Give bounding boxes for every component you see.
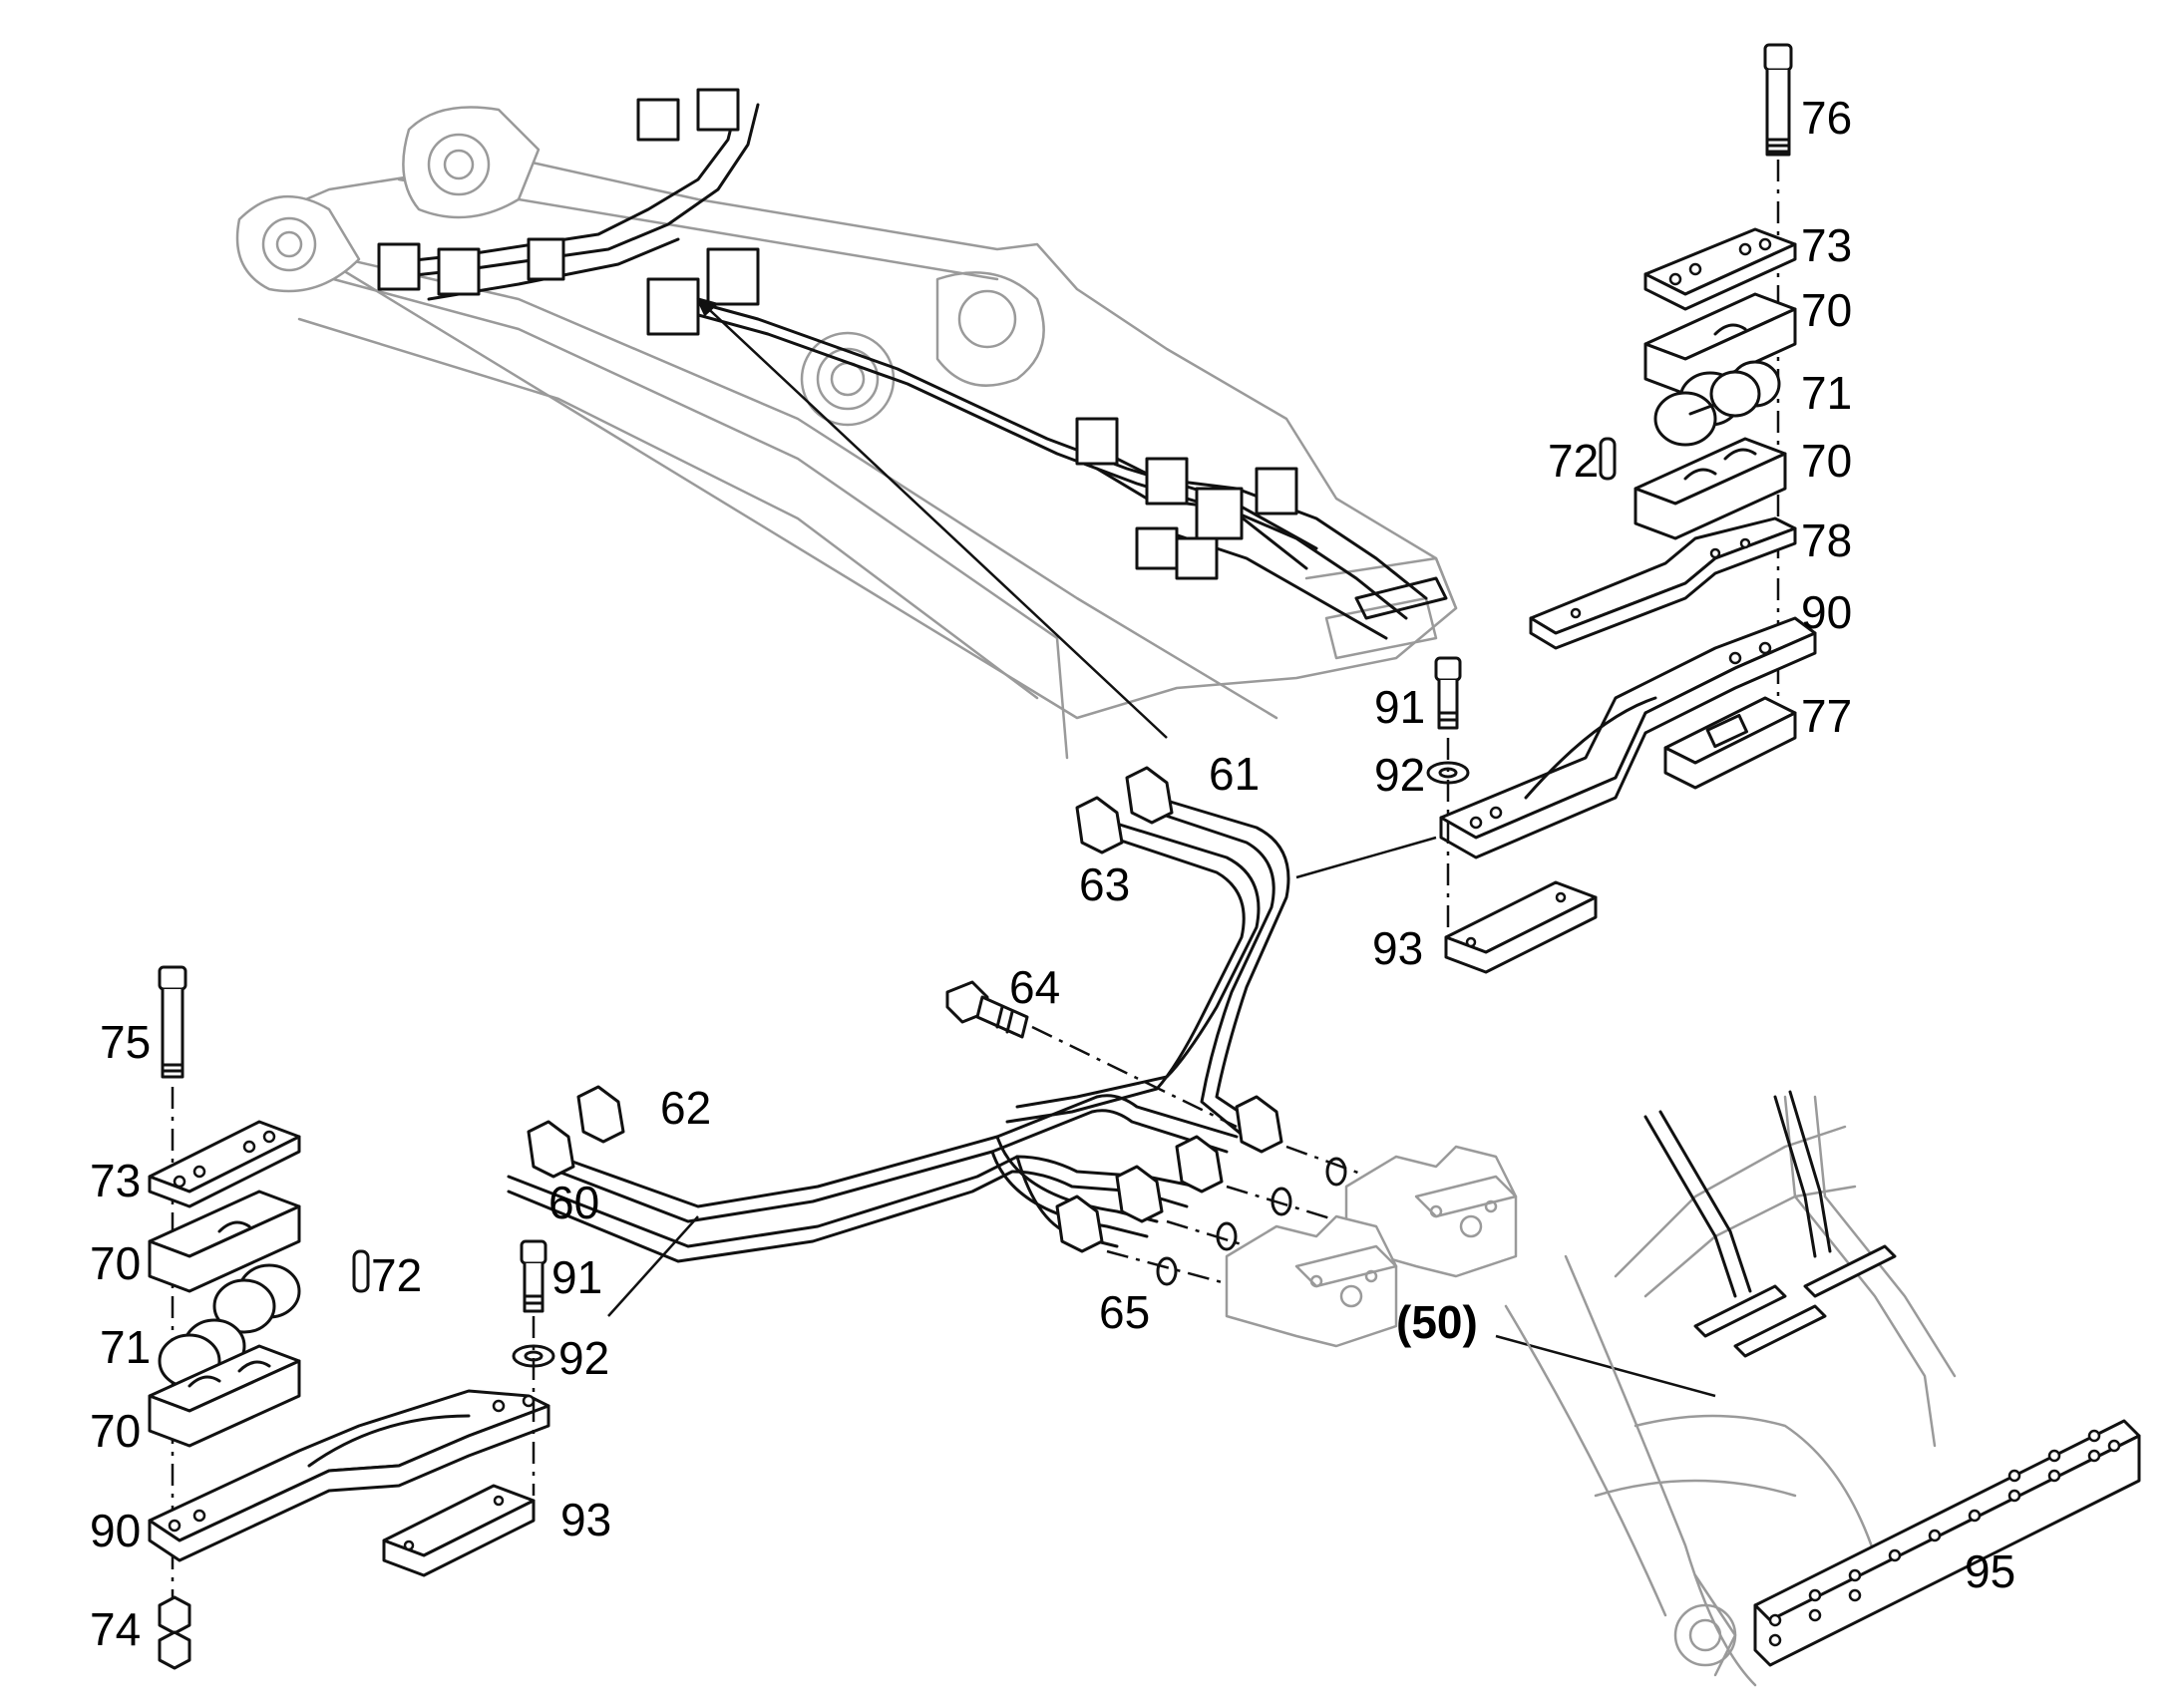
callout-71: 71 bbox=[1801, 367, 1852, 419]
callout-72: 72 bbox=[371, 1249, 422, 1301]
callout-73: 73 bbox=[1801, 219, 1852, 271]
callout-70: 70 bbox=[1801, 435, 1852, 487]
callout-91: 91 bbox=[551, 1251, 602, 1303]
inset-detail bbox=[1504, 1090, 2141, 1687]
callout-62: 62 bbox=[660, 1082, 711, 1134]
arrow-head bbox=[696, 297, 718, 316]
callout-labels: 76 73 70 71 72 70 78 90 91 77 92 61 63 9… bbox=[90, 92, 2015, 1655]
leader-50 bbox=[1495, 1334, 1716, 1398]
callout-77: 77 bbox=[1801, 690, 1852, 742]
boom-assembly bbox=[235, 106, 1458, 760]
leader-bracket-left bbox=[607, 1215, 699, 1317]
callout-95: 95 bbox=[1965, 1545, 2015, 1597]
clamp-stack-left bbox=[148, 965, 555, 1670]
callout-65: 65 bbox=[1099, 1286, 1150, 1338]
callout-70: 70 bbox=[90, 1405, 141, 1457]
callout-93: 93 bbox=[560, 1494, 611, 1545]
callout-78: 78 bbox=[1801, 514, 1852, 566]
callout-90: 90 bbox=[90, 1505, 141, 1556]
callout-93: 93 bbox=[1372, 922, 1423, 974]
leader-boom bbox=[697, 298, 1168, 739]
callout-75: 75 bbox=[100, 1016, 151, 1068]
boom-pipes bbox=[377, 88, 1448, 640]
callout-50: (50) bbox=[1396, 1296, 1478, 1348]
leader-bracket-right bbox=[1295, 836, 1437, 879]
callout-76: 76 bbox=[1801, 92, 1852, 144]
callout-91: 91 bbox=[1374, 681, 1425, 733]
pipe-assembly bbox=[507, 766, 1518, 1348]
callout-70: 70 bbox=[90, 1237, 141, 1289]
callout-73: 73 bbox=[90, 1155, 141, 1206]
callout-74: 74 bbox=[90, 1603, 141, 1655]
callout-63: 63 bbox=[1079, 858, 1130, 910]
callout-72: 72 bbox=[1548, 435, 1599, 487]
clamp-stack-right bbox=[1426, 43, 1817, 974]
callout-92: 92 bbox=[558, 1332, 609, 1384]
callout-90: 90 bbox=[1801, 586, 1852, 638]
callout-61: 61 bbox=[1209, 748, 1260, 800]
callout-64: 64 bbox=[1009, 961, 1060, 1013]
callout-71: 71 bbox=[100, 1321, 151, 1373]
callout-92: 92 bbox=[1374, 749, 1425, 801]
callout-70: 70 bbox=[1801, 284, 1852, 336]
callout-60: 60 bbox=[548, 1177, 599, 1228]
